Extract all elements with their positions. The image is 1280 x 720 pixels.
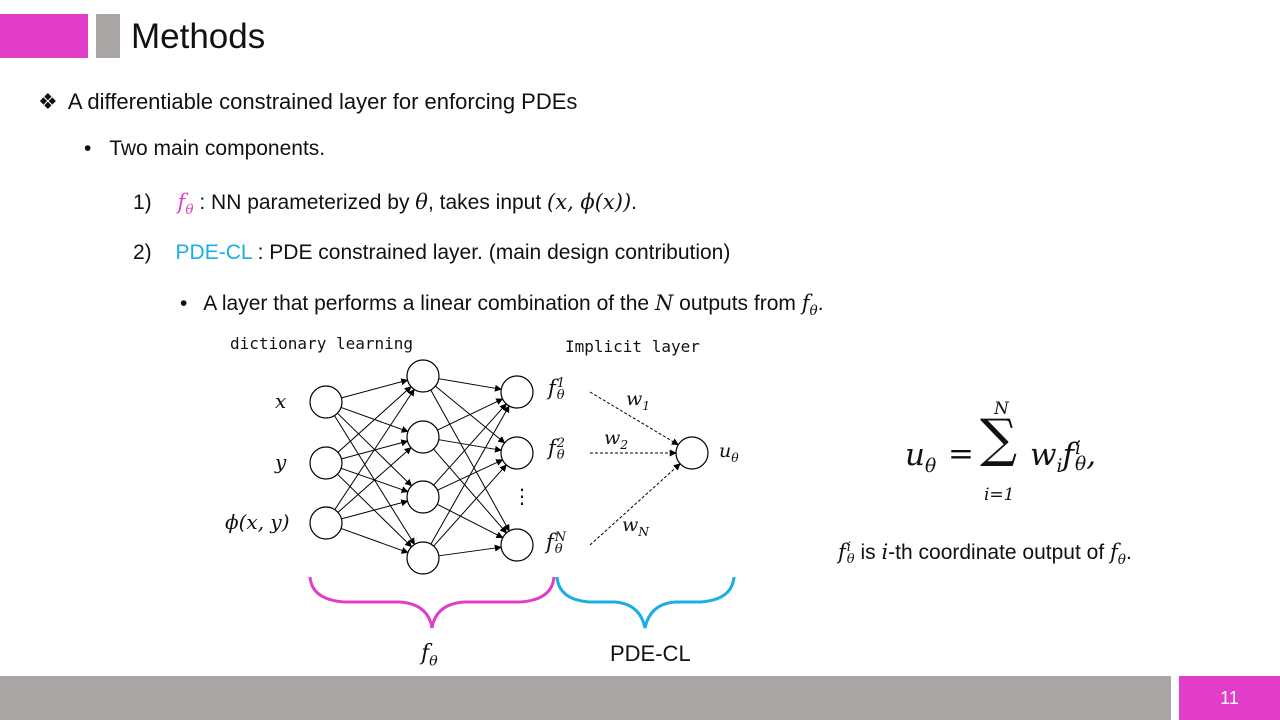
- footer-bar: [0, 676, 1171, 720]
- sum-symbol: ∑: [980, 409, 1018, 469]
- input-label-phi: ϕ(x, y): [225, 510, 290, 534]
- input-node: [309, 446, 343, 480]
- item-2-number: 2): [133, 241, 152, 264]
- dot-bullet-icon: •: [180, 292, 188, 315]
- sum-upper: N: [994, 399, 1009, 419]
- page-number-box: [1179, 676, 1280, 720]
- brace-label-pde-cl: PDE-CL: [610, 641, 691, 666]
- hidden-node: [406, 541, 440, 575]
- dictionary-learning-label: dictionary learning: [230, 334, 414, 353]
- f-theta-brace: [308, 576, 556, 629]
- hidden-node: [406, 480, 440, 514]
- edge-arrow: [433, 464, 507, 547]
- pde-cl-brace: [555, 576, 736, 629]
- hidden-node: [406, 359, 440, 393]
- edge-arrow: [430, 405, 510, 545]
- edge-arrow: [337, 447, 412, 513]
- output-node: [500, 375, 534, 409]
- formula-equals: =: [948, 436, 974, 472]
- edge-arrow: [433, 448, 507, 534]
- level2-text: Two main components.: [109, 137, 326, 160]
- hidden-to-output-edges: [430, 378, 510, 557]
- edge-arrow: [438, 544, 502, 557]
- input-node: [309, 506, 343, 540]
- implicit-layer-label: Implicit layer: [565, 337, 700, 356]
- item-1-text-c: .: [631, 191, 637, 214]
- dot-bullet-icon: •: [84, 137, 92, 160]
- edge-arrow: [437, 503, 504, 539]
- level1-bullet: ❖ A differentiable constrained layer for…: [38, 89, 577, 115]
- level3-text-b: outputs from: [673, 292, 802, 315]
- network-nodes: [309, 359, 709, 575]
- level2-bullet: • Two main components.: [84, 137, 325, 161]
- formula-lhs: uθ: [905, 437, 937, 478]
- final-node: [675, 436, 709, 470]
- input-label-x: x: [275, 389, 287, 413]
- N-symbol: N: [654, 291, 674, 315]
- brace-label-f-theta: fθ: [421, 641, 438, 670]
- weight-label-wN: wN: [622, 514, 650, 539]
- title-accent-gray: [96, 14, 120, 58]
- hidden-node: [406, 420, 440, 454]
- theta-symbol: θ: [415, 190, 428, 214]
- u-theta-label: uθ: [719, 440, 739, 465]
- item-1-number: 1): [133, 191, 152, 214]
- input-node: [309, 385, 343, 419]
- weight-edge: [589, 463, 681, 546]
- item-1-text-b: , takes input: [427, 191, 548, 214]
- weight-label-w2: w2: [604, 427, 629, 452]
- edge-arrow: [433, 403, 507, 486]
- level3-bullet: • A layer that performs a linear combina…: [180, 291, 824, 319]
- weight-label-w1: w1: [626, 388, 651, 413]
- output-node: [500, 436, 534, 470]
- input-to-hidden-edges: [334, 378, 415, 554]
- level3-text-c: .: [817, 292, 824, 315]
- edge-arrow: [438, 378, 502, 392]
- pde-cl-label: PDE-CL: [175, 241, 252, 264]
- ellipsis-vertical: ⋮: [512, 486, 532, 508]
- edge-arrow: [340, 527, 409, 554]
- item-2: 2) PDE-CL : PDE constrained layer. (main…: [133, 241, 730, 265]
- edge-arrow: [341, 499, 409, 520]
- item-2-text: : PDE constrained layer. (main design co…: [251, 241, 731, 264]
- edge-arrow: [430, 389, 510, 532]
- input-expression: (x, ϕ(x)): [547, 190, 632, 214]
- output-node: [500, 528, 534, 562]
- item-1-text-a: : NN parameterized by: [193, 191, 416, 214]
- f-theta-symbol: fθ: [801, 291, 818, 320]
- title-accent-pink: [0, 14, 88, 58]
- page-number: 11: [1220, 688, 1239, 708]
- edge-arrow: [337, 386, 412, 453]
- slide-title: Methods: [131, 17, 266, 56]
- weight-edges: [589, 391, 681, 546]
- f-theta-symbol: fθ: [177, 190, 194, 219]
- edge-arrow: [334, 388, 415, 510]
- weight-edge: [589, 391, 679, 446]
- edge-arrow: [341, 378, 409, 399]
- input-label-y: y: [275, 450, 287, 474]
- level1-text: A differentiable constrained layer for e…: [67, 89, 578, 114]
- sum-lower: i=1: [984, 485, 1015, 505]
- level3-text-a: A layer that performs a linear combinati…: [203, 292, 655, 315]
- item-1: 1) fθ : NN parameterized by θ, takes inp…: [133, 190, 637, 218]
- edge-arrow: [437, 398, 504, 431]
- diamond-bullet-icon: ❖: [38, 90, 58, 115]
